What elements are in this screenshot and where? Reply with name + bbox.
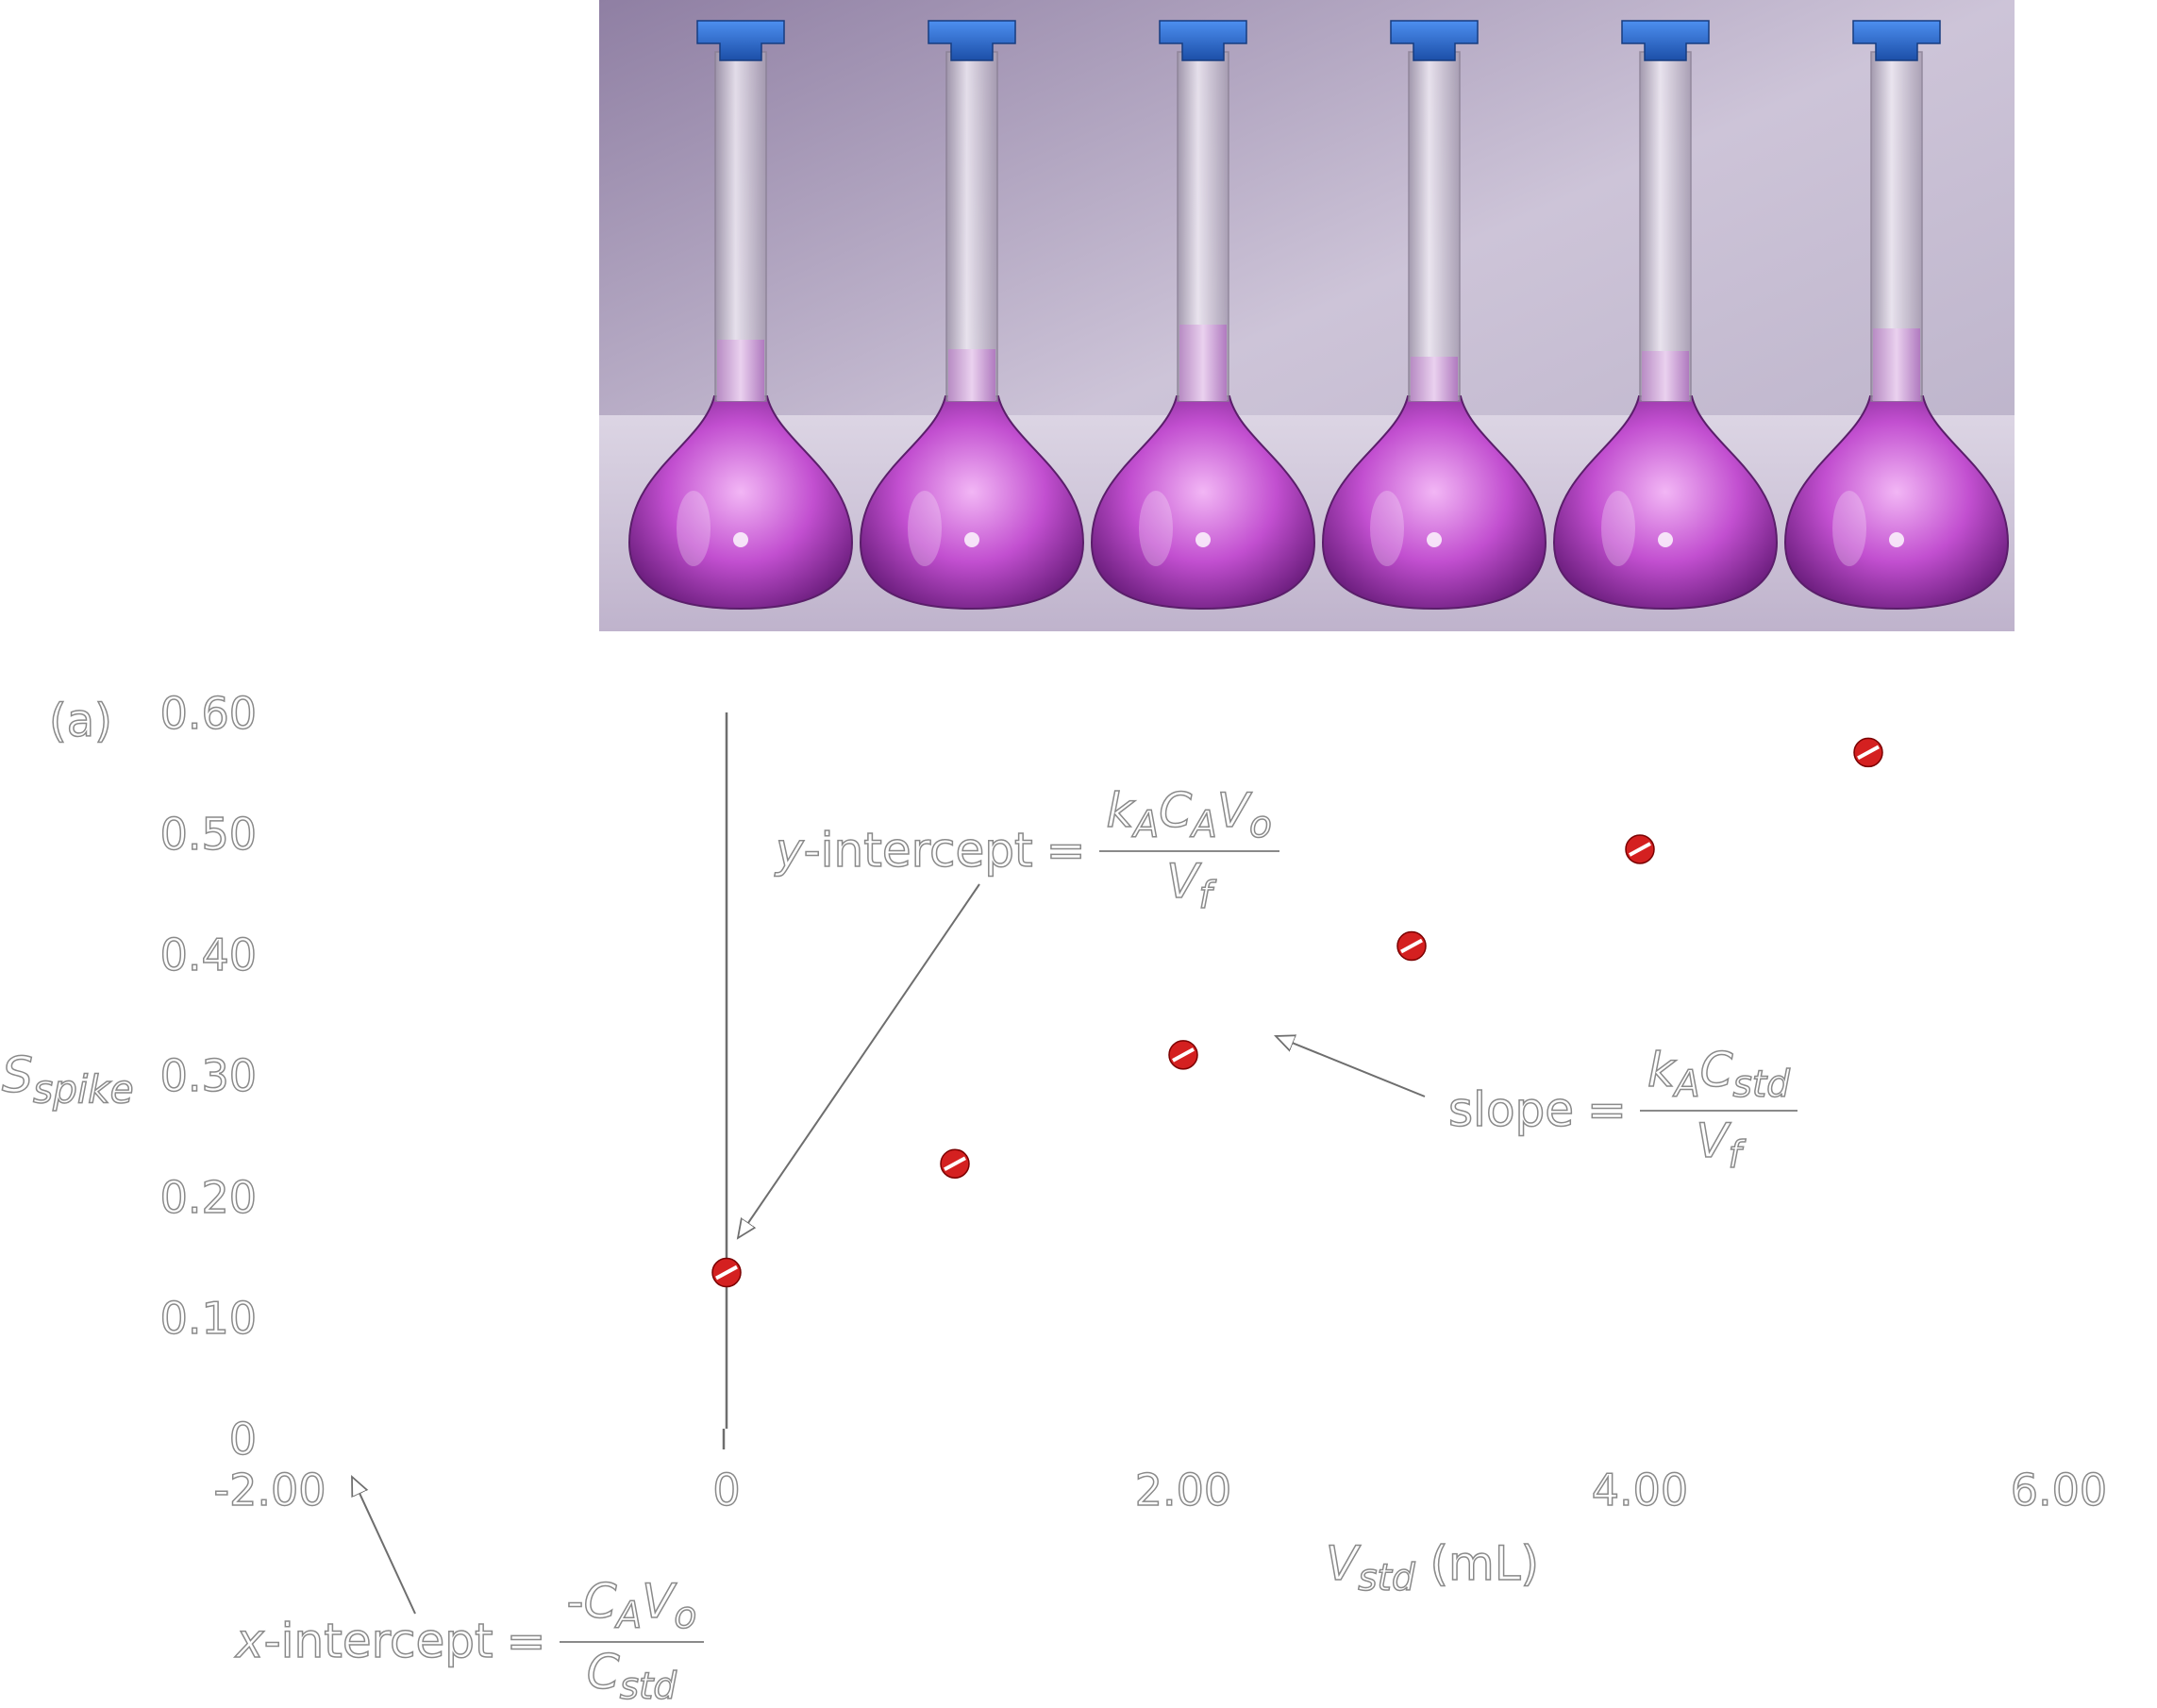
y-intercept-arrow xyxy=(738,883,980,1238)
x-axis-label: Vstd (mL) xyxy=(1325,1535,1540,1599)
x-tick-label: 0 xyxy=(712,1464,742,1516)
flask xyxy=(1783,20,2010,611)
panel-label: (a) xyxy=(48,694,112,748)
data-point xyxy=(940,1148,970,1179)
slope-arrow xyxy=(1276,1036,1426,1097)
x-tick-label: -2.00 xyxy=(213,1464,327,1516)
flask xyxy=(859,20,1085,611)
data-point xyxy=(1625,834,1655,864)
x-intercept-arrow xyxy=(352,1477,416,1615)
y-tick-label: 0 xyxy=(228,1413,258,1465)
flask xyxy=(627,20,854,611)
y-tick-label: 0.30 xyxy=(159,1050,258,1103)
data-point xyxy=(1168,1040,1198,1070)
y-intercept-annotation: y-intercept = kACAVo Vf xyxy=(775,782,1279,918)
x-tick-label: 6.00 xyxy=(2010,1464,2108,1516)
data-point xyxy=(1396,930,1427,962)
x-tick-label: 2.00 xyxy=(1134,1464,1232,1516)
y-tick-label: 0.10 xyxy=(159,1292,258,1345)
flasks-photo xyxy=(599,0,2015,631)
x-tick-label: 4.00 xyxy=(1591,1464,1689,1516)
y-tick-label: 0.60 xyxy=(159,687,258,740)
y-tick-label: 0.40 xyxy=(159,929,258,982)
y-tick-label: 0.20 xyxy=(159,1171,258,1224)
flask xyxy=(1552,20,1779,611)
flask xyxy=(1090,20,1316,611)
y-tick-label: 0.50 xyxy=(159,808,258,861)
slope-annotation: slope = kACstd Vf xyxy=(1447,1042,1798,1178)
x-intercept-annotation: x-intercept = -CAVo Cstd xyxy=(235,1573,705,1708)
flask xyxy=(1321,20,1547,611)
data-point xyxy=(711,1257,742,1288)
y-axis-label: Sspike xyxy=(1,1047,134,1113)
data-point xyxy=(1853,737,1883,768)
